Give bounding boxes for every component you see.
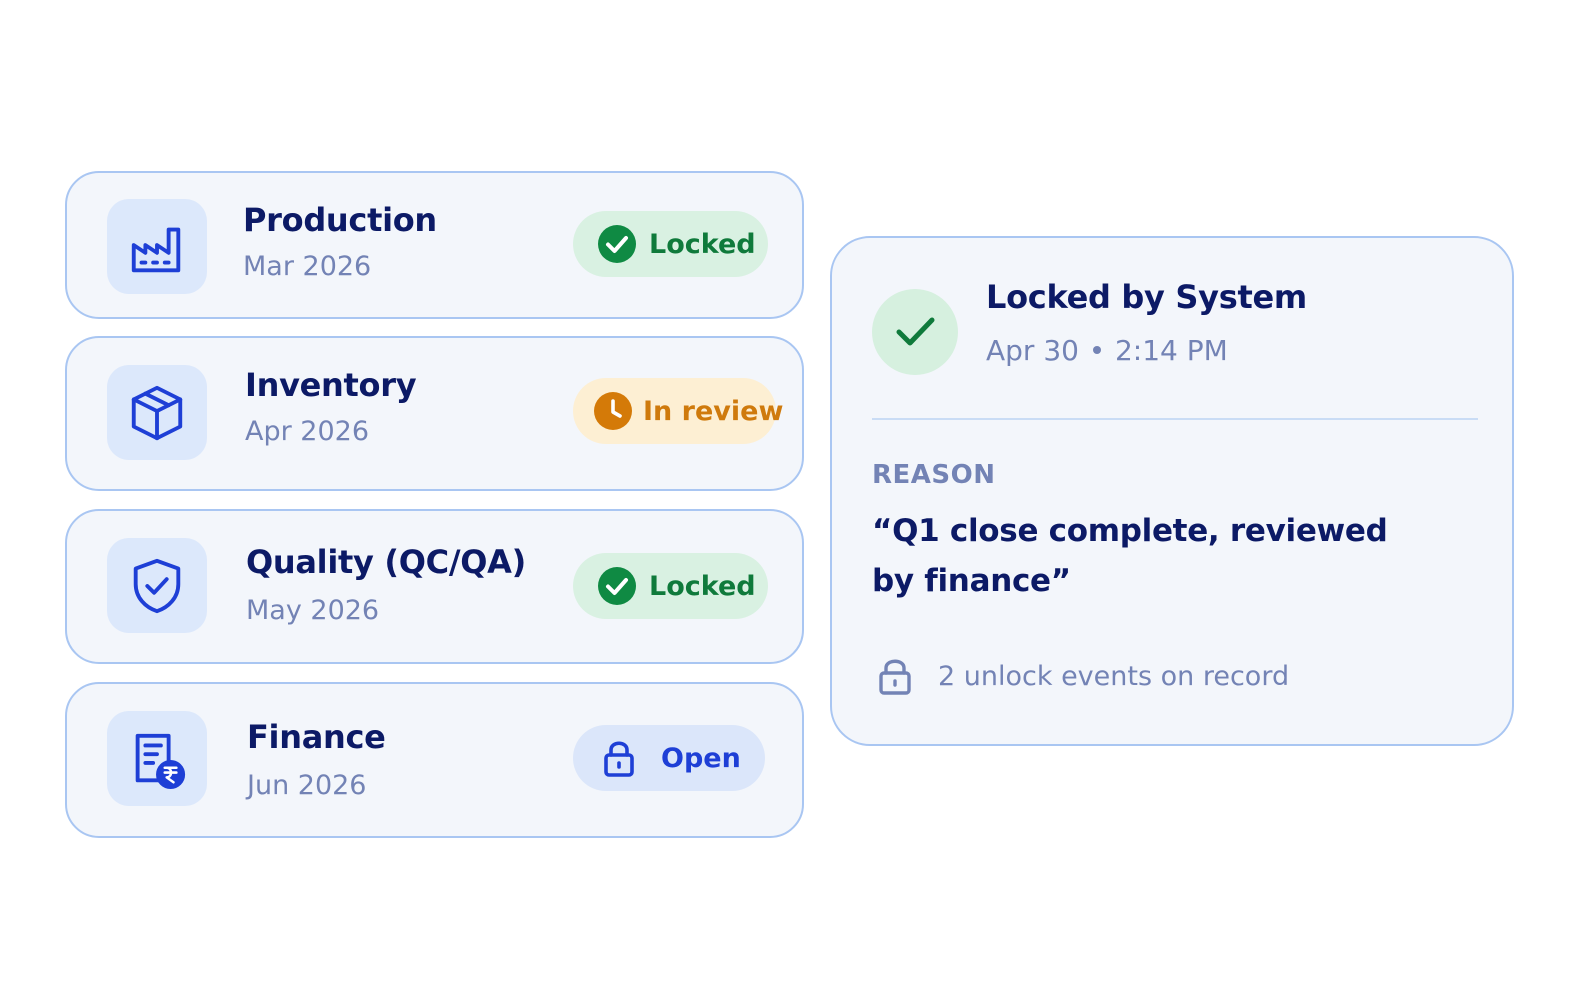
lock-icon bbox=[879, 659, 911, 695]
lock-detail-card: Locked by System Apr 30 2:14 PM REASON “Q… bbox=[830, 236, 1514, 746]
status-label: Open bbox=[661, 742, 741, 774]
unlock-events-link[interactable]: 2 unlock events on record bbox=[876, 656, 1289, 696]
status-label: Locked bbox=[649, 228, 756, 260]
period-card-quality[interactable]: Quality (QC/QA) May 2026 Locked bbox=[65, 509, 804, 664]
period-date: Mar 2026 bbox=[243, 251, 372, 282]
separator-dot bbox=[1092, 346, 1101, 354]
lock-timestamp: Apr 30 2:14 PM bbox=[986, 334, 1228, 367]
period-name: Inventory bbox=[245, 366, 417, 404]
divider bbox=[872, 418, 1478, 420]
factory-icon bbox=[107, 199, 207, 294]
box-icon bbox=[107, 365, 207, 460]
lock-date: Apr 30 bbox=[986, 334, 1079, 367]
locked-by-title: Locked by System bbox=[986, 278, 1307, 316]
period-card-production[interactable]: Production Mar 2026 Locked bbox=[65, 171, 804, 319]
lock-icon bbox=[599, 738, 639, 778]
status-label: Locked bbox=[649, 570, 756, 602]
period-date: Apr 2026 bbox=[245, 416, 370, 447]
check-icon bbox=[872, 289, 958, 375]
status-badge-locked[interactable]: Locked bbox=[573, 553, 768, 619]
shield-check-icon bbox=[107, 538, 207, 633]
clock-icon bbox=[593, 391, 633, 431]
reason-label: REASON bbox=[872, 460, 996, 490]
status-badge-in-review[interactable]: In review bbox=[573, 378, 783, 444]
reason-text: “Q1 close complete, reviewed by finance” bbox=[872, 513, 1388, 599]
period-name: Finance bbox=[247, 718, 386, 756]
period-date: May 2026 bbox=[246, 595, 380, 626]
check-circle-icon bbox=[597, 224, 637, 264]
status-label: In review bbox=[643, 395, 784, 427]
status-badge-locked[interactable]: Locked bbox=[573, 211, 768, 277]
status-badge-open[interactable]: Open bbox=[573, 725, 765, 791]
period-card-inventory[interactable]: Inventory Apr 2026 In review bbox=[65, 336, 804, 491]
period-date: Jun 2026 bbox=[247, 770, 367, 801]
period-name: Production bbox=[243, 201, 437, 239]
period-card-finance[interactable]: Finance Jun 2026 Open bbox=[65, 682, 804, 838]
rupee-document-icon bbox=[107, 711, 207, 806]
lock-time: 2:14 PM bbox=[1114, 334, 1228, 367]
check-circle-icon bbox=[597, 566, 637, 606]
unlock-events-text: 2 unlock events on record bbox=[938, 660, 1290, 692]
period-name: Quality (QC/QA) bbox=[246, 543, 526, 581]
